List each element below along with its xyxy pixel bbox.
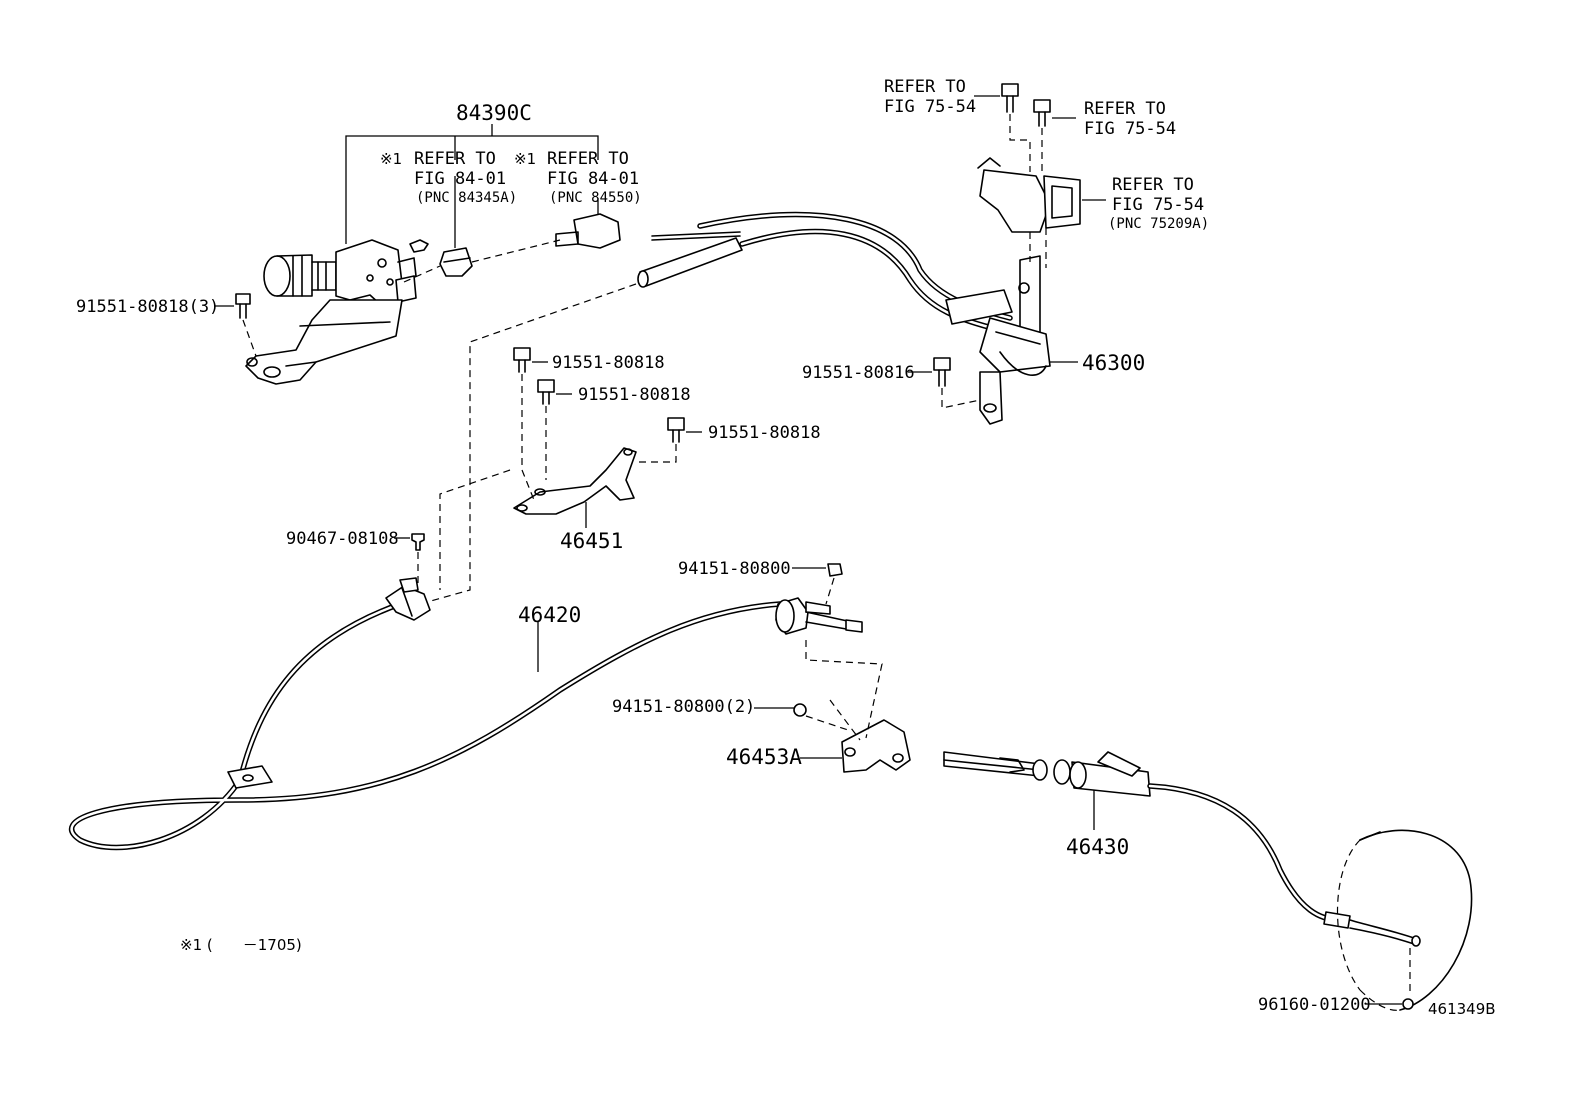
switch-84345A[interactable]	[403, 176, 561, 283]
ref-fig-84-01-b-line1: REFER TO	[547, 149, 629, 169]
equalizer-46300[interactable]	[945, 255, 1078, 425]
ref-fig-75-54-right-line2: FIG 75-54	[1084, 119, 1176, 139]
ref-fig-84-01-b-line2: FIG 84-01	[547, 169, 639, 189]
bolt-91551-80818-right[interactable]	[636, 417, 702, 463]
pedal-assembly-84390C[interactable]	[245, 124, 599, 385]
switch-84550[interactable]	[555, 198, 621, 249]
ref-fig-75-54-left-line2: FIG 75-54	[884, 97, 976, 117]
clip-96160-01200[interactable]	[1366, 948, 1414, 1010]
bolt-91551-80818-middle[interactable]	[537, 379, 572, 480]
guide-lines-46420	[419, 283, 637, 605]
cable-46420[interactable]	[68, 577, 863, 851]
label-94151-80800-x2: 94151-80800(2)	[612, 697, 755, 717]
label-90467-08108: 90467-08108	[286, 529, 399, 549]
nut-94151-80800-x2[interactable]	[754, 703, 849, 731]
label-46420: 46420	[518, 603, 581, 627]
brake-drum-outline	[1336, 829, 1473, 1011]
bracket-46453A[interactable]	[800, 640, 911, 773]
ref-fig-75-54-side-line2: FIG 75-54	[1112, 195, 1204, 215]
label-46430: 46430	[1066, 835, 1129, 859]
label-91551-80816: 91551-80816	[802, 363, 915, 383]
label-46451: 46451	[560, 529, 623, 553]
ref-fig-84-01-a-line1: REFER TO	[414, 149, 496, 169]
ref-fig-84-01-a-line2: FIG 84-01	[414, 169, 506, 189]
switch-75209A[interactable]	[977, 157, 1106, 268]
label-94151-80800: 94151-80800	[678, 559, 791, 579]
bolt-ref-75-54-left[interactable]	[974, 83, 1031, 172]
nut-94151-80800[interactable]	[792, 563, 843, 605]
ref-fig-84-01-b-pnc: (PNC 84550)	[549, 190, 642, 206]
label-84390C: 84390C	[456, 101, 532, 125]
label-91551-80818-c: 91551-80818	[708, 423, 821, 443]
ref-fig-75-54-left-line1: REFER TO	[884, 77, 966, 97]
bolt-91551-80818-upper[interactable]	[513, 347, 548, 501]
label-46453A: 46453A	[726, 745, 802, 769]
ref-fig-75-54-side-pnc: (PNC 75209A)	[1108, 216, 1209, 232]
label-96160-01200: 96160-01200	[1258, 995, 1371, 1015]
label-91551-80818-x3: 91551-80818(3)	[76, 297, 219, 317]
bolt-ref-75-54-right[interactable]	[1033, 99, 1076, 176]
bolt-91551-80816[interactable]	[908, 357, 981, 409]
bracket-46451[interactable]	[513, 447, 637, 528]
label-91551-80818-a: 91551-80818	[552, 353, 665, 373]
label-46300: 46300	[1082, 351, 1145, 375]
ref-fig-75-54-right-line1: REFER TO	[1084, 99, 1166, 119]
footnote: ※1 ( －1705)	[180, 936, 302, 954]
clip-90467-08108[interactable]	[394, 533, 425, 584]
cable-46430[interactable]	[943, 751, 1421, 947]
note-mark-1: ※1	[380, 150, 402, 168]
ref-fig-84-01-a-pnc: (PNC 84345A)	[416, 190, 517, 206]
bolt-91551-80818-x3[interactable]	[214, 293, 257, 357]
note-mark-2: ※1	[514, 150, 536, 168]
ref-fig-75-54-side-line1: REFER TO	[1112, 175, 1194, 195]
diagram-id: 461349B	[1428, 1000, 1496, 1018]
label-91551-80818-b: 91551-80818	[578, 385, 691, 405]
